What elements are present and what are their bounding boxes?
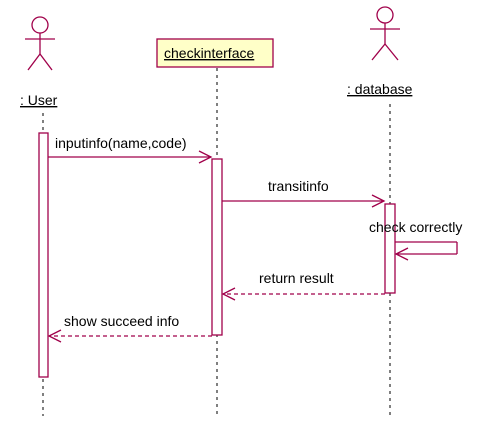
message-transitinfo — [222, 194, 386, 208]
message-check-correctly — [394, 241, 458, 261]
user-label: : User — [20, 92, 58, 108]
checkinterface-label: checkinterface — [164, 45, 254, 61]
message-return-result — [221, 287, 385, 301]
database-activation — [384, 203, 396, 294]
message-show-succeed-info — [47, 329, 212, 343]
database-actor-icon — [370, 6, 400, 61]
message-return-result-label: return result — [259, 270, 334, 286]
user-activation — [38, 132, 49, 378]
checkinterface-activation — [211, 158, 223, 336]
checkinterface-box — [156, 38, 274, 68]
message-transitinfo-label: transitinfo — [268, 178, 329, 194]
message-inputinfo — [48, 150, 213, 164]
message-show-succeed-info-label: show succeed info — [64, 313, 179, 329]
user-actor-icon — [25, 16, 55, 71]
message-check-correctly-label: check correctly — [369, 219, 462, 235]
database-label: : database — [347, 81, 413, 97]
message-inputinfo-label: inputinfo(name,code) — [55, 135, 187, 151]
